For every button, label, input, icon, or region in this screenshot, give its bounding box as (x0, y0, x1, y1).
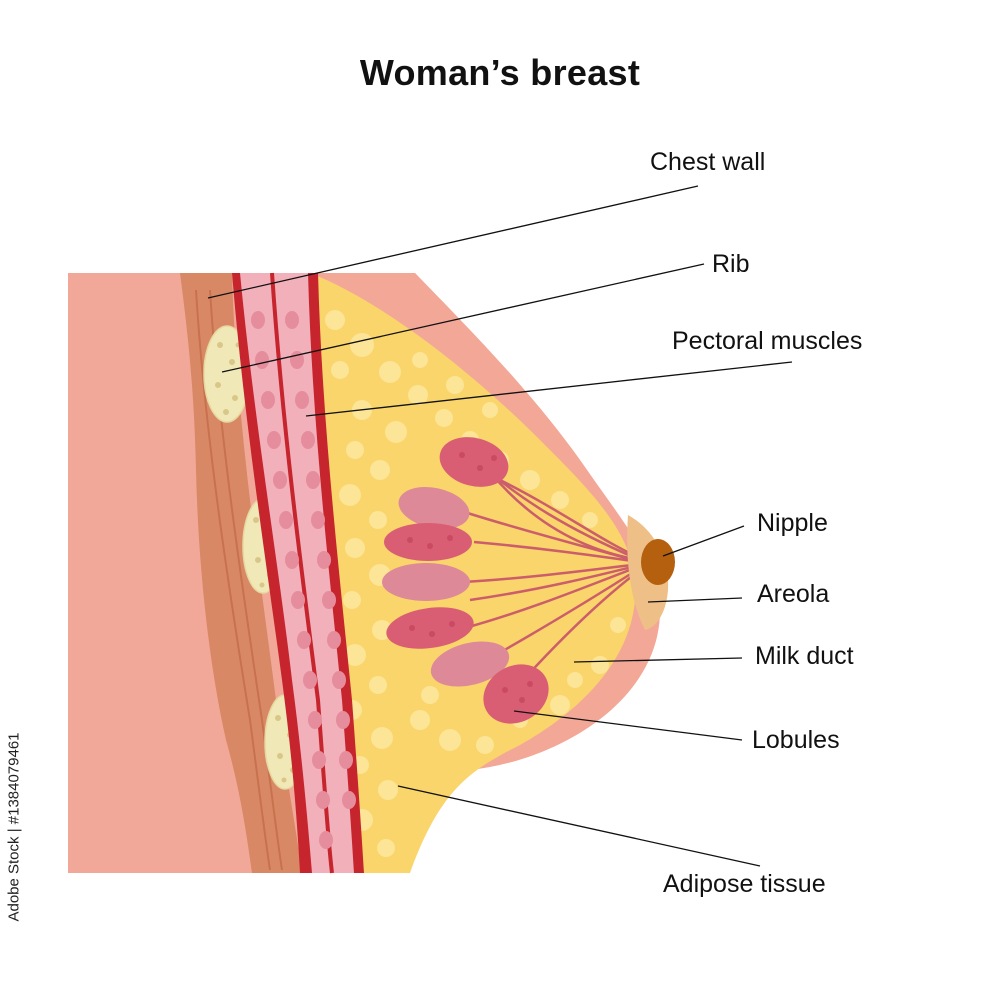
label-adipose-tissue: Adipose tissue (663, 870, 826, 898)
diagram-title: Woman’s breast (359, 52, 641, 93)
leader-line-milk-duct (573, 657, 743, 663)
pectoral-muscle-divider (270, 272, 334, 874)
lobule (386, 607, 474, 649)
adipose-tissue (300, 273, 636, 873)
nipple (641, 539, 675, 585)
label-areola: Areola (757, 580, 830, 608)
stock-watermark-text: Adobe Stock | #1384079461 (5, 732, 23, 922)
lobule (382, 563, 470, 601)
milk-ducts (457, 461, 641, 679)
label-rib: Rib (712, 250, 750, 278)
leader-line-lobules (513, 710, 743, 741)
lobule-texture (407, 452, 533, 703)
label-nipple: Nipple (757, 509, 828, 537)
leader-lines (207, 185, 793, 867)
stock-watermark: Adobe Stock | #1384079461 (2, 732, 26, 921)
lobule (384, 523, 472, 561)
lobules (382, 437, 549, 724)
label-pectoral-muscles: Pectoral muscles (672, 327, 863, 355)
leader-line-rib (221, 263, 705, 373)
leader-line-adipose-tissue (397, 785, 761, 867)
pectoral-muscle-inner (240, 273, 354, 873)
leader-line-chest-wall (207, 185, 699, 299)
lobule (430, 641, 510, 687)
lobule (483, 664, 549, 724)
muscle-fibers (251, 311, 356, 849)
fat-cells (325, 310, 626, 857)
label-chest-wall: Chest wall (650, 148, 766, 176)
leader-line-nipple (662, 525, 745, 557)
lobule (439, 437, 509, 487)
leader-line-pectoral-muscles (305, 361, 793, 417)
label-milk-duct: Milk duct (755, 642, 854, 670)
label-lobules: Lobules (752, 726, 840, 754)
leader-line-areola (647, 597, 743, 603)
lobule (398, 487, 470, 529)
